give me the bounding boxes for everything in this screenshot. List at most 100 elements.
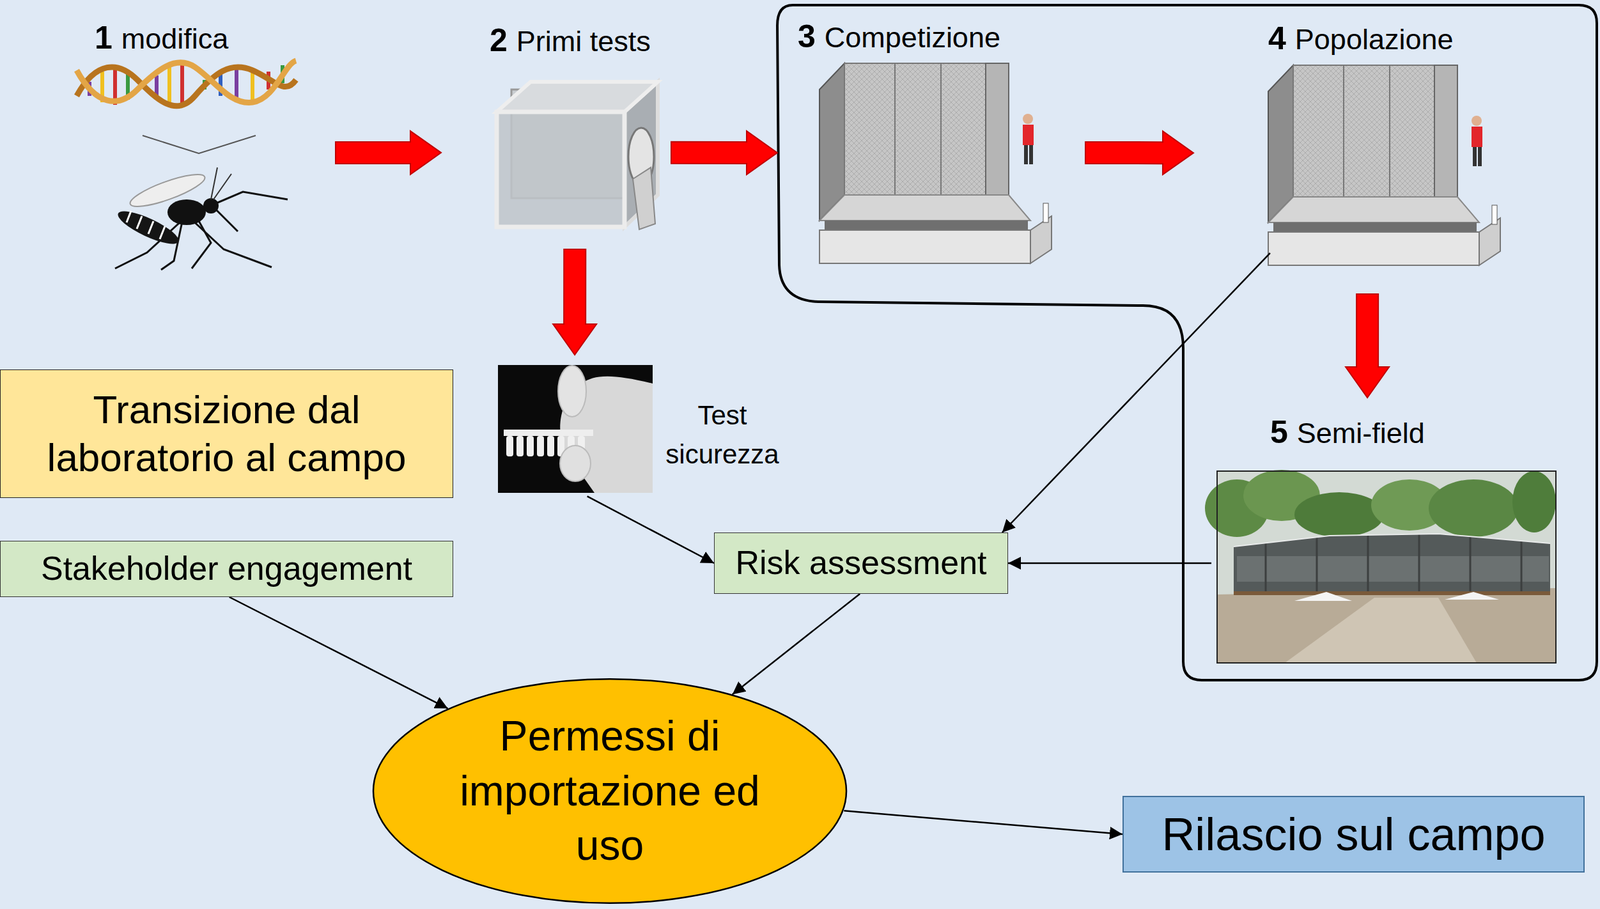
person-shirt: [1022, 124, 1034, 146]
cage-top: [496, 81, 658, 112]
net-house: [1233, 533, 1551, 595]
step-label: Popolazione: [1295, 22, 1454, 57]
stage-arrow: [671, 131, 778, 175]
dna-strand: [76, 60, 296, 103]
net-house-panel: [1236, 556, 1549, 582]
stage-step: 2Primi tests: [450, 15, 665, 240]
text-holder: Risk assessment: [735, 543, 987, 583]
step-heading: 5Semi-field: [1270, 412, 1425, 452]
step-heading: 2Primi tests: [489, 21, 651, 60]
net-house-roofline: [1233, 533, 1551, 547]
section-title-box: Transizione dal laboratorio al campo: [0, 369, 454, 498]
node-text: Stakeholder engagement: [40, 549, 413, 589]
stage-step: 3Competizione: [784, 15, 1074, 272]
combine-lines: [142, 135, 256, 154]
flow-connector: [843, 810, 1123, 835]
flow-connector: [1002, 253, 1271, 533]
step-number: 5: [1270, 412, 1289, 452]
permit-ellipse: Permessi di importazione ed uso: [371, 677, 849, 905]
text-holder: Transizione dal laboratorio al campo: [15, 386, 438, 482]
node-text: Test sicurezza: [652, 396, 793, 475]
step-label: Competizione: [824, 20, 1001, 55]
safety-test: Test sicurezza: [495, 364, 796, 496]
gloved-finger: [559, 445, 591, 482]
photo-frame: [1217, 471, 1556, 663]
dna-rung: [180, 63, 185, 108]
flow-connector: [587, 496, 715, 564]
pcr-tube: [506, 435, 514, 457]
cage-compartment: [894, 63, 941, 195]
outcome-box: Rilascio sul campo: [1122, 795, 1585, 873]
node-text: Risk assessment: [735, 543, 987, 583]
net-house-poles: [1265, 534, 1522, 594]
mosquito-antenna: [210, 167, 232, 200]
mosquito-stripes: [126, 210, 165, 240]
net-house-base: [1233, 591, 1551, 596]
stage-arrow: [335, 131, 442, 175]
step-heading: 4Popolazione: [1268, 19, 1454, 58]
dna-helix: [76, 60, 296, 108]
pcr-tube: [536, 435, 544, 457]
process-box: Stakeholder engagement: [0, 540, 454, 598]
tree: [1512, 471, 1556, 533]
step-number: 3: [797, 17, 816, 56]
cage-compartment: [940, 63, 986, 195]
stage-arrow: [1345, 294, 1390, 398]
stage-step: 5Semi-field: [1211, 407, 1567, 670]
person-leg: [1024, 145, 1028, 165]
mosquito: [114, 167, 288, 270]
pcr-tube: [547, 435, 555, 457]
tarp: [1294, 591, 1352, 601]
step-number: 2: [489, 21, 508, 60]
flow-connector: [1008, 562, 1212, 565]
cage-left-wall: [819, 63, 845, 221]
tree: [1294, 492, 1384, 537]
cage-compartment: [844, 63, 895, 195]
tarp: [1444, 591, 1500, 600]
process-box: Risk assessment: [714, 532, 1009, 594]
dna-rung: [167, 66, 172, 106]
cage-floor: [819, 194, 1031, 221]
mosquito-thorax: [167, 199, 206, 226]
node-text: Rilascio sul campo: [1161, 807, 1546, 862]
tree: [1428, 479, 1519, 537]
large-cage: [1268, 65, 1501, 266]
person-leg: [1029, 145, 1034, 165]
cage-front: [496, 111, 625, 227]
flow-connector: [229, 597, 449, 709]
gloved-thumb: [558, 365, 587, 417]
path: [1284, 597, 1477, 663]
step-number: 4: [1268, 19, 1287, 58]
photo-ground: [497, 365, 653, 493]
cage: [496, 81, 658, 230]
cage-tray-inside: [824, 220, 1028, 231]
step-heading: 1modifica: [94, 18, 229, 57]
pcr-tube: [526, 435, 534, 457]
text-holder: Stakeholder engagement: [40, 549, 413, 589]
stage-step: 1modifica: [73, 15, 327, 279]
cage-tray-side: [1030, 216, 1052, 264]
ellipse-shape: [373, 678, 847, 904]
tube-strip: [503, 429, 594, 436]
text-holder: Rilascio sul campo: [1161, 807, 1546, 862]
mosquito-proboscis: [216, 209, 238, 232]
large-cage: [819, 63, 1052, 264]
person-head: [1022, 113, 1034, 125]
text-holder: Test sicurezza: [652, 396, 793, 475]
cage-right-wall: [985, 63, 1009, 205]
semi-field-photo: [1204, 469, 1556, 663]
dna-rung: [250, 71, 255, 101]
stage-step: 4Popolazione: [1203, 15, 1498, 285]
cage-sleeve-tube: [632, 167, 656, 230]
step-heading: 3Competizione: [797, 17, 1001, 56]
node-text: Permessi di importazione ed uso: [443, 708, 777, 874]
step-label: Semi-field: [1297, 416, 1425, 451]
flow-connector: [732, 593, 860, 695]
safety-test-photo: [497, 365, 653, 493]
ground: [1217, 588, 1556, 663]
stage-arrow: [1085, 131, 1194, 175]
text-holder: Permessi di importazione ed uso: [443, 708, 777, 874]
step-number: 1: [94, 18, 113, 57]
step-label: modifica: [121, 21, 229, 57]
